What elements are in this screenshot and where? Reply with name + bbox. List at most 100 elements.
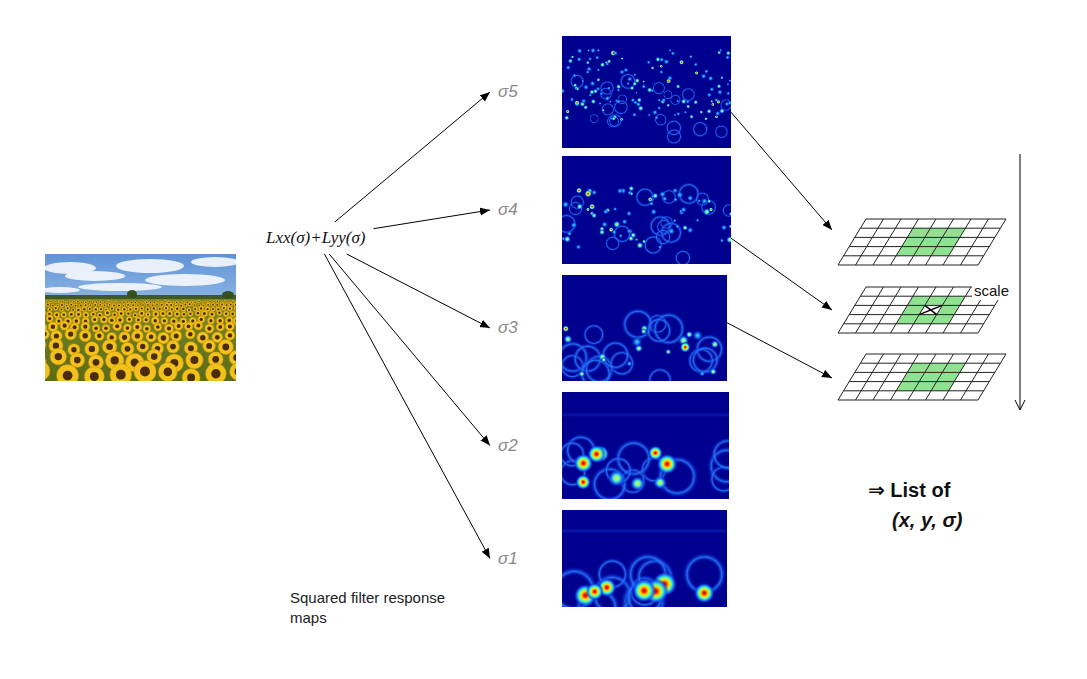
sunflower-center [123,301,125,303]
response-blob [630,98,635,103]
sunflower-center [115,324,119,328]
sunflower-center [54,333,59,338]
response-blob [684,110,688,114]
response-blob [676,84,681,89]
sunflower-center [222,344,229,351]
sunflower-center [147,304,149,306]
response-blob [715,110,721,116]
response-blob [649,201,654,206]
response-blob [707,92,713,98]
response-blob [623,67,629,73]
grid-line [849,381,989,382]
sunflower-petals [158,362,177,381]
sunflower-petals [65,328,77,340]
response-blob [637,97,642,102]
sunflower-center [194,308,196,310]
response-blob [635,91,638,94]
sunflower-center [174,334,179,339]
response-blob [686,104,691,109]
sunflower-petals [141,300,144,303]
response-blob [591,99,597,105]
sunflower-petals [230,363,236,381]
response-blob [710,368,717,375]
grid-line [926,219,954,265]
sunflower-center [135,333,140,338]
sunflower-petals [143,325,151,333]
response-blob [689,55,693,59]
sunflower-center [89,346,95,352]
sunflower-center [176,313,179,316]
neighbour-cell [942,296,965,305]
grid-line [860,228,1000,229]
grid-line [908,219,936,265]
sunflower-center [125,346,131,352]
sunflower-petals [45,306,46,310]
sunflower-petals [160,311,166,317]
response-blob [632,112,637,117]
sunflower-center [226,304,228,306]
sunflower-center [161,335,166,340]
response-blob [620,118,624,122]
response-blob [586,70,590,74]
sunflower-petals [186,329,196,339]
sunflower-petals [188,302,192,306]
sunflower-center [93,318,96,321]
response-blob [707,199,711,203]
response-blob [627,76,633,82]
response-blob [689,114,694,119]
response-map: σ3 [490,275,727,381]
sunflower-center [109,304,111,306]
grid-line [849,246,989,247]
sunflower-center [188,332,192,336]
sunflower-center [110,335,114,339]
sunflower-center [228,324,232,328]
sunflower-center [63,371,73,381]
sunflower-center [71,347,76,352]
response-blob [641,84,646,89]
sunflower-center [77,309,79,311]
response-blob [588,93,592,97]
sunflower-center [57,320,60,323]
response-blob [659,191,666,198]
sunflower-petals [207,317,214,324]
sunflower-petals [174,321,183,330]
sunflower-petals [121,342,134,355]
sunflower-center [176,301,178,303]
sunflower-petals [69,303,73,307]
grid-line [844,255,984,256]
sunflower-center [93,359,100,366]
sunflower-center [127,304,129,306]
response-blob [590,80,596,86]
response-blob [609,227,614,232]
sunflower-petals [115,300,118,303]
sunflower-center [193,304,195,306]
connector-arrow [324,254,490,559]
response-blob [703,208,711,216]
axis-label: scale [972,282,1011,300]
sunflower-center [97,334,101,338]
sunflower-center [110,319,113,322]
response-blob [658,245,662,249]
sunflower-center [106,343,113,350]
response-blob [717,89,723,95]
sunflower-center [217,301,218,302]
response-blob [575,474,591,490]
filter-response-map [562,392,729,499]
sunflower-center [90,305,92,307]
sunflower-petals [58,301,61,304]
response-blob [719,49,722,52]
sunflower-petals [197,300,200,303]
sunflower-petals [164,300,167,303]
sunflower-center [135,308,137,310]
response-blob [629,192,633,196]
sunflower-center [89,308,91,310]
sunflower-center [212,304,214,306]
sunflower-center [164,368,173,377]
response-blob [613,51,618,56]
response-blob [635,187,656,208]
response-blob [687,195,694,202]
sunflower-center [156,325,160,329]
sunflower-petals [158,332,170,344]
sunflower-center [235,308,236,310]
sunflower-center [120,312,123,315]
